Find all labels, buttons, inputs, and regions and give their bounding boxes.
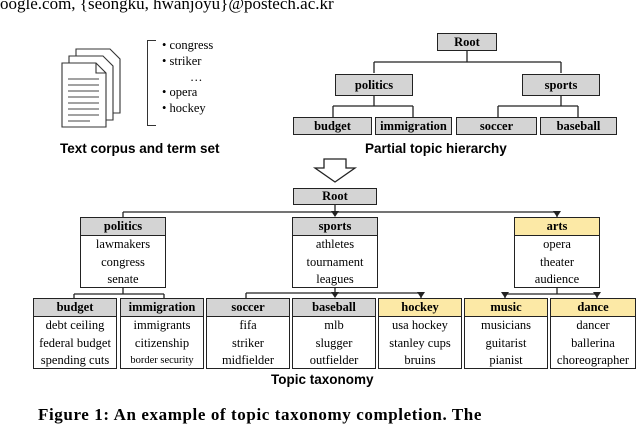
partial-node-soccer: soccer: [456, 117, 537, 135]
document-stack-icon: [60, 47, 125, 129]
taxonomy-node-hockey: hockey usa hockey stanley cups bruins: [378, 298, 462, 369]
term-item: • congress: [162, 38, 214, 52]
taxonomy-caption: Topic taxonomy: [271, 372, 374, 387]
partial-hierarchy-caption: Partial topic hierarchy: [365, 141, 507, 156]
partial-node-baseball: baseball: [540, 117, 617, 135]
header-fragment: oogle.com, {seongku, hwanjoyu}@postech.a…: [0, 0, 334, 13]
partial-node-sports: sports: [522, 74, 600, 96]
term-ellipsis: …: [190, 69, 203, 84]
taxonomy-node-dance: dance dancer ballerina choreographer: [550, 298, 636, 369]
partial-node-budget: budget: [293, 117, 372, 135]
term-item: • striker: [162, 53, 202, 68]
taxonomy-node-politics: politics lawmakers congress senate: [80, 217, 166, 288]
corpus-caption: Text corpus and term set: [60, 141, 220, 156]
partial-root-node: Root: [437, 33, 497, 51]
partial-node-immigration: immigration: [375, 117, 452, 135]
taxonomy-root-node: Root: [293, 188, 377, 205]
figure-caption: Figure 1: An example of topic taxonomy c…: [38, 405, 483, 424]
taxonomy-node-baseball: baseball mlb slugger outfielder: [292, 298, 376, 369]
partial-node-politics: politics: [335, 74, 413, 96]
term-set-bracket-icon: [147, 40, 156, 126]
term-set-list: • congress • striker … • opera • hockey: [162, 38, 213, 117]
taxonomy-node-music: music musicians guitarist pianist: [464, 298, 548, 369]
taxonomy-node-sports: sports athletes tournament leagues: [292, 217, 378, 288]
taxonomy-node-budget: budget debt ceiling federal budget spend…: [33, 298, 117, 369]
taxonomy-node-immigration: immigration immigrants citizenship borde…: [120, 298, 204, 369]
term-item: • opera: [162, 85, 198, 100]
taxonomy-node-arts: arts opera theater audience: [514, 217, 600, 288]
term-item: • hockey: [162, 101, 206, 116]
taxonomy-node-soccer: soccer fifa striker midfielder: [206, 298, 290, 369]
